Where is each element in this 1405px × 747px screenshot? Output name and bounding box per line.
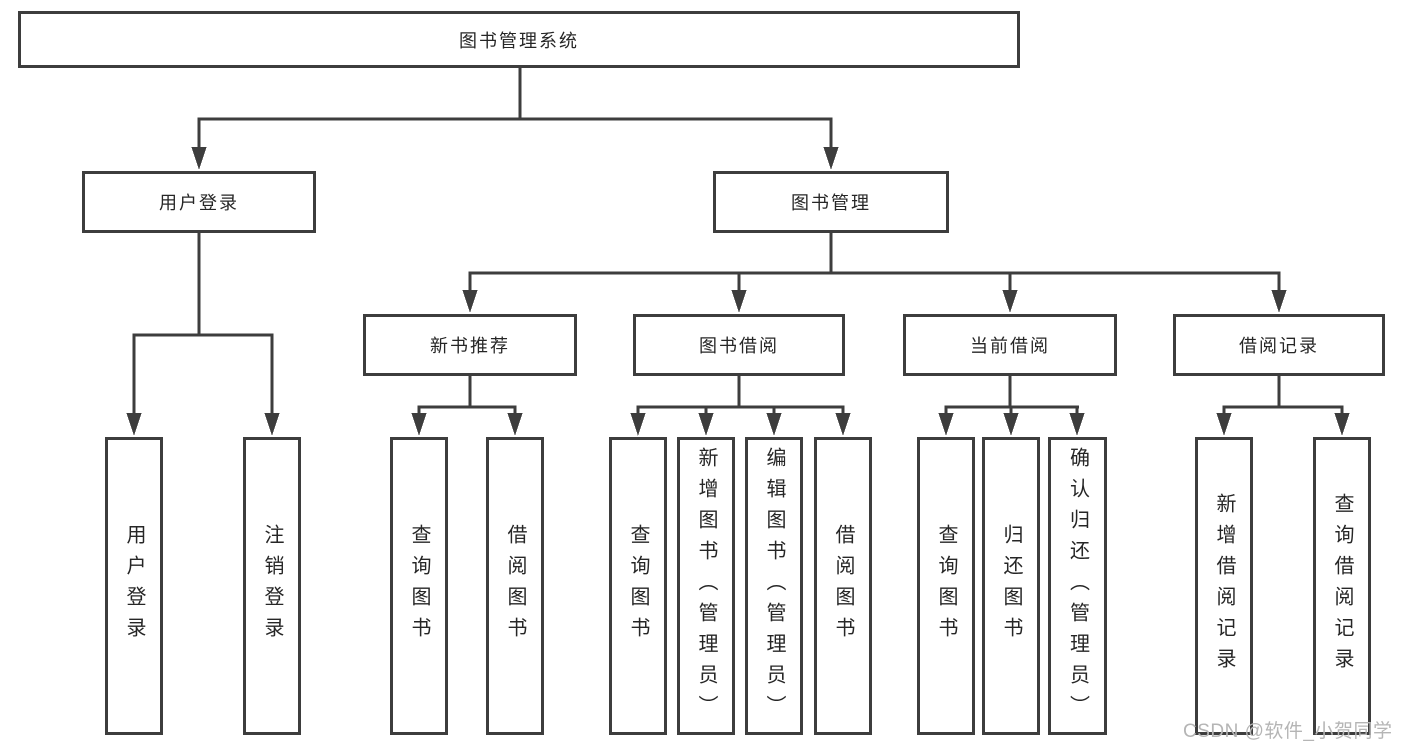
leaf-add-book-admin-label: 新增图书（管理员）	[695, 446, 717, 726]
node-current-borrow: 当前借阅	[903, 314, 1117, 376]
leaf-query-borrow-record: 查询借阅记录	[1313, 437, 1371, 735]
leaf-borrow-books-recommend: 借阅图书	[486, 437, 544, 735]
leaf-return-book-label: 归还图书	[1000, 524, 1022, 648]
leaf-confirm-return-admin: 确认归还（管理员）	[1048, 437, 1107, 735]
node-root-label: 图书管理系统	[459, 30, 579, 51]
node-borrow-records-label: 借阅记录	[1239, 336, 1319, 356]
leaf-query-borrow-record-label: 查询借阅记录	[1331, 493, 1353, 679]
leaf-confirm-return-admin-label: 确认归还（管理员）	[1066, 446, 1089, 726]
leaf-edit-book-admin-label: 编辑图书（管理员）	[763, 446, 785, 726]
connector-new-book-recommend-to-leaves	[411, 376, 523, 436]
connector-borrow-records-to-leaves	[1216, 376, 1350, 436]
leaf-borrow-books-recommend-label: 借阅图书	[504, 524, 526, 648]
connector-book-management-to-level3	[462, 233, 1287, 313]
leaf-return-book: 归还图书	[982, 437, 1040, 735]
leaf-borrow-books: 借阅图书	[814, 437, 872, 735]
node-user-login: 用户登录	[82, 171, 316, 233]
connector-user-login-to-leaves	[126, 233, 280, 436]
node-book-management-label: 图书管理	[791, 193, 871, 213]
csdn-watermark: CSDN @软件_小贺同学	[1183, 721, 1393, 742]
leaf-query-books-recommend: 查询图书	[390, 437, 448, 735]
node-new-book-recommend-label: 新书推荐	[430, 336, 510, 356]
node-new-book-recommend: 新书推荐	[363, 314, 577, 376]
leaf-query-books-recommend-label: 查询图书	[408, 524, 430, 648]
node-user-login-label: 用户登录	[159, 193, 239, 213]
leaf-add-borrow-record: 新增借阅记录	[1195, 437, 1253, 735]
leaf-query-books-borrow-label: 查询图书	[627, 524, 649, 648]
leaf-add-book-admin: 新增图书（管理员）	[677, 437, 735, 735]
leaf-borrow-books-label: 借阅图书	[832, 524, 854, 648]
leaf-edit-book-admin: 编辑图书（管理员）	[745, 437, 803, 735]
leaf-logout: 注销登录	[243, 437, 301, 735]
connector-book-borrow-to-leaves	[630, 376, 851, 436]
leaf-user-login-label: 用户登录	[123, 524, 145, 648]
node-book-borrow: 图书借阅	[633, 314, 845, 376]
node-book-borrow-label: 图书借阅	[699, 336, 779, 356]
leaf-query-books-borrow: 查询图书	[609, 437, 667, 735]
connector-root-to-level2	[191, 68, 839, 170]
connector-current-borrow-to-leaves	[938, 376, 1085, 436]
leaf-add-borrow-record-label: 新增借阅记录	[1213, 493, 1235, 679]
leaf-user-login: 用户登录	[105, 437, 163, 735]
node-borrow-records: 借阅记录	[1173, 314, 1385, 376]
node-root-system: 图书管理系统	[18, 11, 1020, 68]
leaf-logout-label: 注销登录	[261, 524, 283, 648]
node-current-borrow-label: 当前借阅	[970, 336, 1050, 356]
node-book-management: 图书管理	[713, 171, 949, 233]
leaf-query-books-current-label: 查询图书	[935, 524, 957, 648]
leaf-query-books-current: 查询图书	[917, 437, 975, 735]
